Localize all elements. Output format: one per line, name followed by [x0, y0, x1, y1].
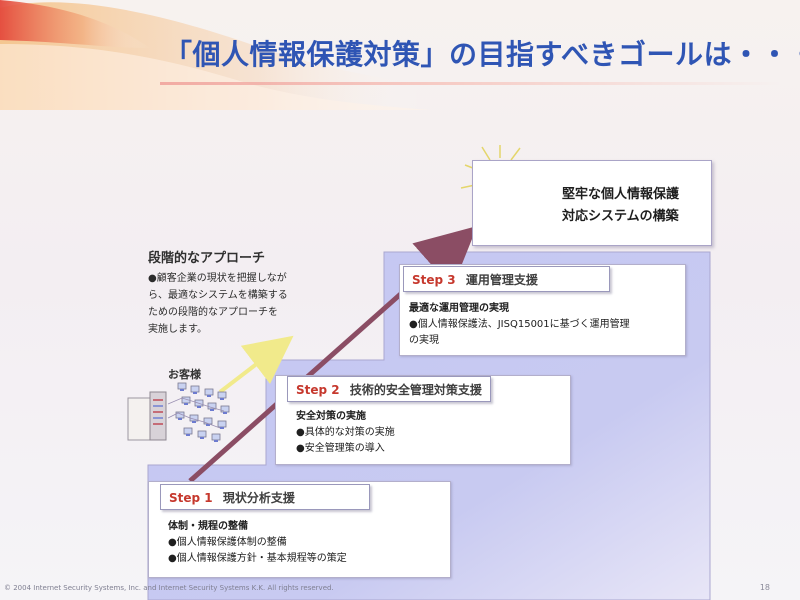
- goal-text: 堅牢な個人情報保護 対応システムの構築: [562, 184, 698, 228]
- approach-description: ●顧客企業の現状を把握しなが ら、最適なシステムを構築する ための段階的なアプロ…: [148, 270, 338, 338]
- approach-title: 段階的なアプローチ: [148, 251, 266, 266]
- goal-line-1: 堅牢な個人情報保護: [562, 187, 680, 202]
- title-divider: [160, 82, 780, 85]
- copyright-footer: © 2004 Internet Security Systems, Inc. a…: [4, 584, 334, 592]
- step-1-title: 現状分析支援: [222, 491, 295, 505]
- customer-label: お客様: [168, 368, 201, 381]
- step-2-title: 技術的安全管理対策支援: [349, 383, 482, 397]
- step-3-tab: Step 3 運用管理支援: [403, 266, 610, 292]
- server-icon: [127, 391, 167, 441]
- step-2-heading: 安全対策の実施: [296, 411, 366, 422]
- step-3-heading: 最適な運用管理の実現: [409, 303, 509, 314]
- step-1-content: 体制・規程の整備 ●個人情報保護体制の整備 ●個人情報保護方針・基本規程等の策定: [168, 519, 347, 567]
- step-1-bullet-2: ●個人情報保護方針・基本規程等の策定: [168, 553, 347, 564]
- step-3-content: 最適な運用管理の実現 ●個人情報保護法、JISQ15001に基づく運用管理 の実…: [409, 301, 630, 349]
- page-number: 18: [759, 583, 770, 592]
- goal-line-2: 対応システムの構築: [562, 209, 679, 224]
- step-2-content: 安全対策の実施 ●具体的な対策の実施 ●安全管理策の導入: [296, 409, 395, 457]
- step-1-number: Step 1: [169, 491, 213, 505]
- step-3-title: 運用管理支援: [465, 273, 538, 287]
- step-3-bullet-1: ●個人情報保護法、JISQ15001に基づく運用管理: [409, 319, 630, 330]
- step-2-bullet-1: ●具体的な対策の実施: [296, 427, 395, 438]
- slide-title: 「個人情報保護対策」の目指すべきゴールは・・・: [164, 38, 800, 71]
- step-1-bullet-1: ●個人情報保護体制の整備: [168, 537, 287, 548]
- step-2-number: Step 2: [296, 383, 340, 397]
- approach-line-3: ための段階的なアプローチを: [148, 307, 278, 318]
- goal-box: [472, 160, 712, 246]
- step-1-tab: Step 1 現状分析支援: [160, 484, 370, 510]
- step-2-tab: Step 2 技術的安全管理対策支援: [287, 376, 491, 402]
- approach-line-4: 実施します。: [148, 324, 207, 335]
- approach-line-1: ●顧客企業の現状を把握しなが: [148, 273, 287, 284]
- step-3-bullet-2: の実現: [409, 335, 439, 346]
- computer-network-icon: [167, 382, 230, 442]
- step-3-number: Step 3: [412, 273, 456, 287]
- step-1-heading: 体制・規程の整備: [168, 521, 248, 532]
- approach-line-2: ら、最適なシステムを構築する: [148, 290, 288, 301]
- step-2-bullet-2: ●安全管理策の導入: [296, 443, 385, 454]
